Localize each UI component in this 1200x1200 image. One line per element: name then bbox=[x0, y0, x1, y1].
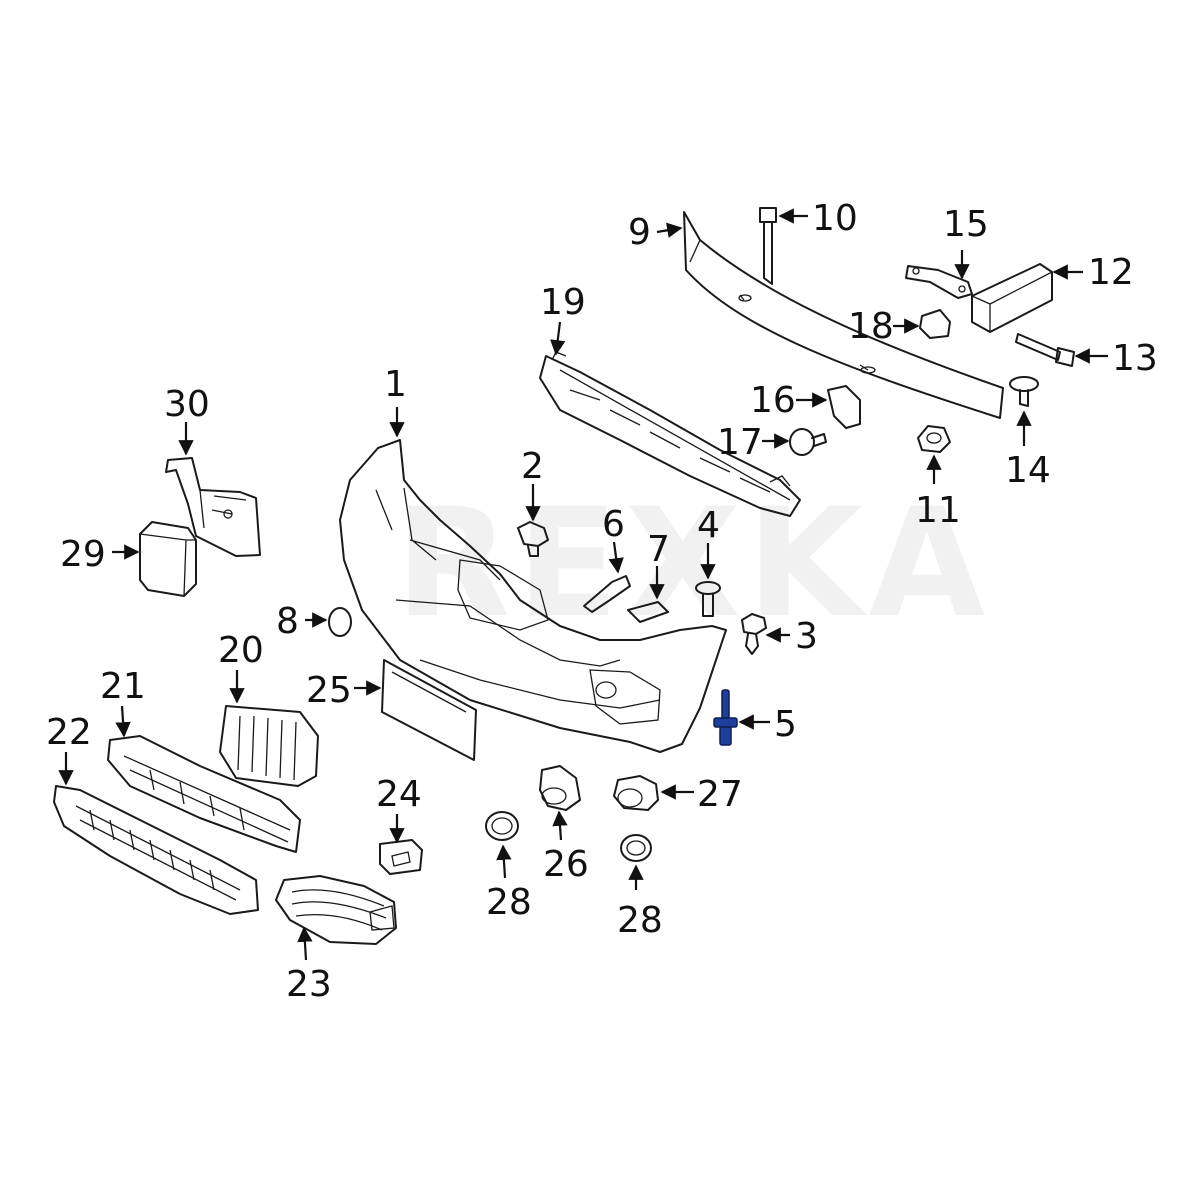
grommet-part-a[interactable] bbox=[485, 811, 519, 841]
mount-bracket-part[interactable] bbox=[971, 263, 1053, 333]
lower-grille-trim-part[interactable] bbox=[53, 785, 259, 915]
clip-part[interactable] bbox=[919, 309, 951, 339]
callout-18: 18 bbox=[848, 306, 894, 347]
callout-3: 3 bbox=[795, 616, 818, 657]
callout-29: 29 bbox=[60, 534, 106, 575]
pad-part[interactable] bbox=[627, 601, 669, 623]
park-sensor-26-part[interactable] bbox=[539, 765, 581, 811]
small-bracket-part[interactable] bbox=[379, 839, 423, 875]
callout-4: 4 bbox=[697, 505, 720, 546]
callout-28-right: 28 bbox=[617, 900, 663, 941]
license-bracket-part[interactable] bbox=[381, 659, 477, 761]
callout-24: 24 bbox=[376, 774, 422, 815]
callout-28-left: 28 bbox=[486, 882, 532, 923]
callout-7: 7 bbox=[647, 529, 670, 570]
callout-8: 8 bbox=[276, 601, 299, 642]
callout-arrows bbox=[58, 208, 1108, 961]
bracket-part[interactable] bbox=[905, 265, 973, 299]
callout-13: 13 bbox=[1112, 338, 1158, 379]
bolt-part[interactable] bbox=[759, 207, 777, 285]
callout-14: 14 bbox=[1005, 450, 1051, 491]
side-vent-grille-part[interactable] bbox=[275, 875, 397, 945]
nut-part[interactable] bbox=[917, 425, 951, 453]
callout-20: 20 bbox=[218, 630, 264, 671]
callout-17: 17 bbox=[717, 422, 763, 463]
bracket-strip-part[interactable] bbox=[583, 575, 631, 613]
callout-9: 9 bbox=[628, 212, 651, 253]
callout-25: 25 bbox=[306, 670, 352, 711]
bumper-cover-part[interactable] bbox=[339, 439, 727, 753]
callout-16: 16 bbox=[750, 380, 796, 421]
push-rivet-part[interactable] bbox=[1009, 376, 1039, 407]
callout-5: 5 bbox=[774, 704, 797, 745]
impact-bar-part[interactable] bbox=[683, 211, 1004, 419]
bracket-16-part[interactable] bbox=[827, 385, 861, 429]
grommet-part-b[interactable] bbox=[620, 834, 652, 862]
callout-23: 23 bbox=[286, 964, 332, 1005]
callout-labels: 1 2 3 4 5 6 7 8 9 10 11 12 13 14 15 16 1… bbox=[46, 198, 1158, 1005]
stud-part-highlighted[interactable] bbox=[713, 689, 738, 746]
screw-4-part[interactable] bbox=[695, 581, 721, 617]
callout-6: 6 bbox=[602, 504, 625, 545]
callout-2: 2 bbox=[521, 446, 544, 487]
clip-2-part[interactable] bbox=[517, 521, 549, 557]
kidney-grille-part[interactable] bbox=[219, 705, 319, 787]
callout-30: 30 bbox=[164, 384, 210, 425]
callout-10: 10 bbox=[812, 198, 858, 239]
control-module-part[interactable] bbox=[139, 521, 197, 597]
lower-grille-part[interactable] bbox=[107, 735, 301, 853]
bolt-13-part[interactable] bbox=[1015, 333, 1075, 367]
callout-15: 15 bbox=[943, 204, 989, 245]
callout-19: 19 bbox=[540, 282, 586, 323]
callout-11: 11 bbox=[915, 490, 961, 531]
energy-absorber-part[interactable] bbox=[539, 351, 801, 517]
callout-21: 21 bbox=[100, 666, 146, 707]
callout-26: 26 bbox=[543, 844, 589, 885]
bracket-30-part[interactable] bbox=[165, 457, 261, 557]
callout-1: 1 bbox=[384, 364, 407, 405]
callout-27: 27 bbox=[697, 774, 743, 815]
screw-17-part[interactable] bbox=[789, 428, 827, 456]
park-sensor-27-part[interactable] bbox=[613, 775, 659, 811]
plug-part[interactable] bbox=[328, 607, 352, 637]
callout-22: 22 bbox=[46, 712, 92, 753]
callout-12: 12 bbox=[1088, 252, 1134, 293]
